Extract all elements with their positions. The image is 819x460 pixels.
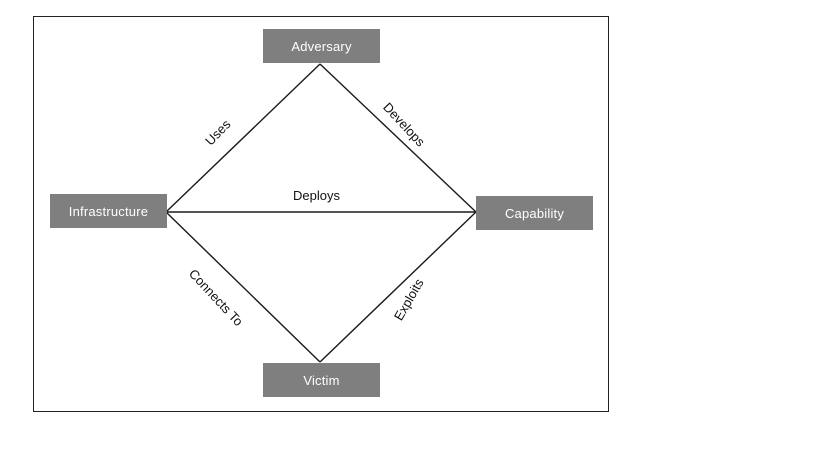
node-adversary: Adversary xyxy=(263,29,380,63)
node-victim: Victim xyxy=(263,363,380,397)
edge-label-deploys: Deploys xyxy=(293,188,340,203)
node-capability: Capability xyxy=(476,196,593,230)
node-infrastructure: Infrastructure xyxy=(50,194,167,228)
